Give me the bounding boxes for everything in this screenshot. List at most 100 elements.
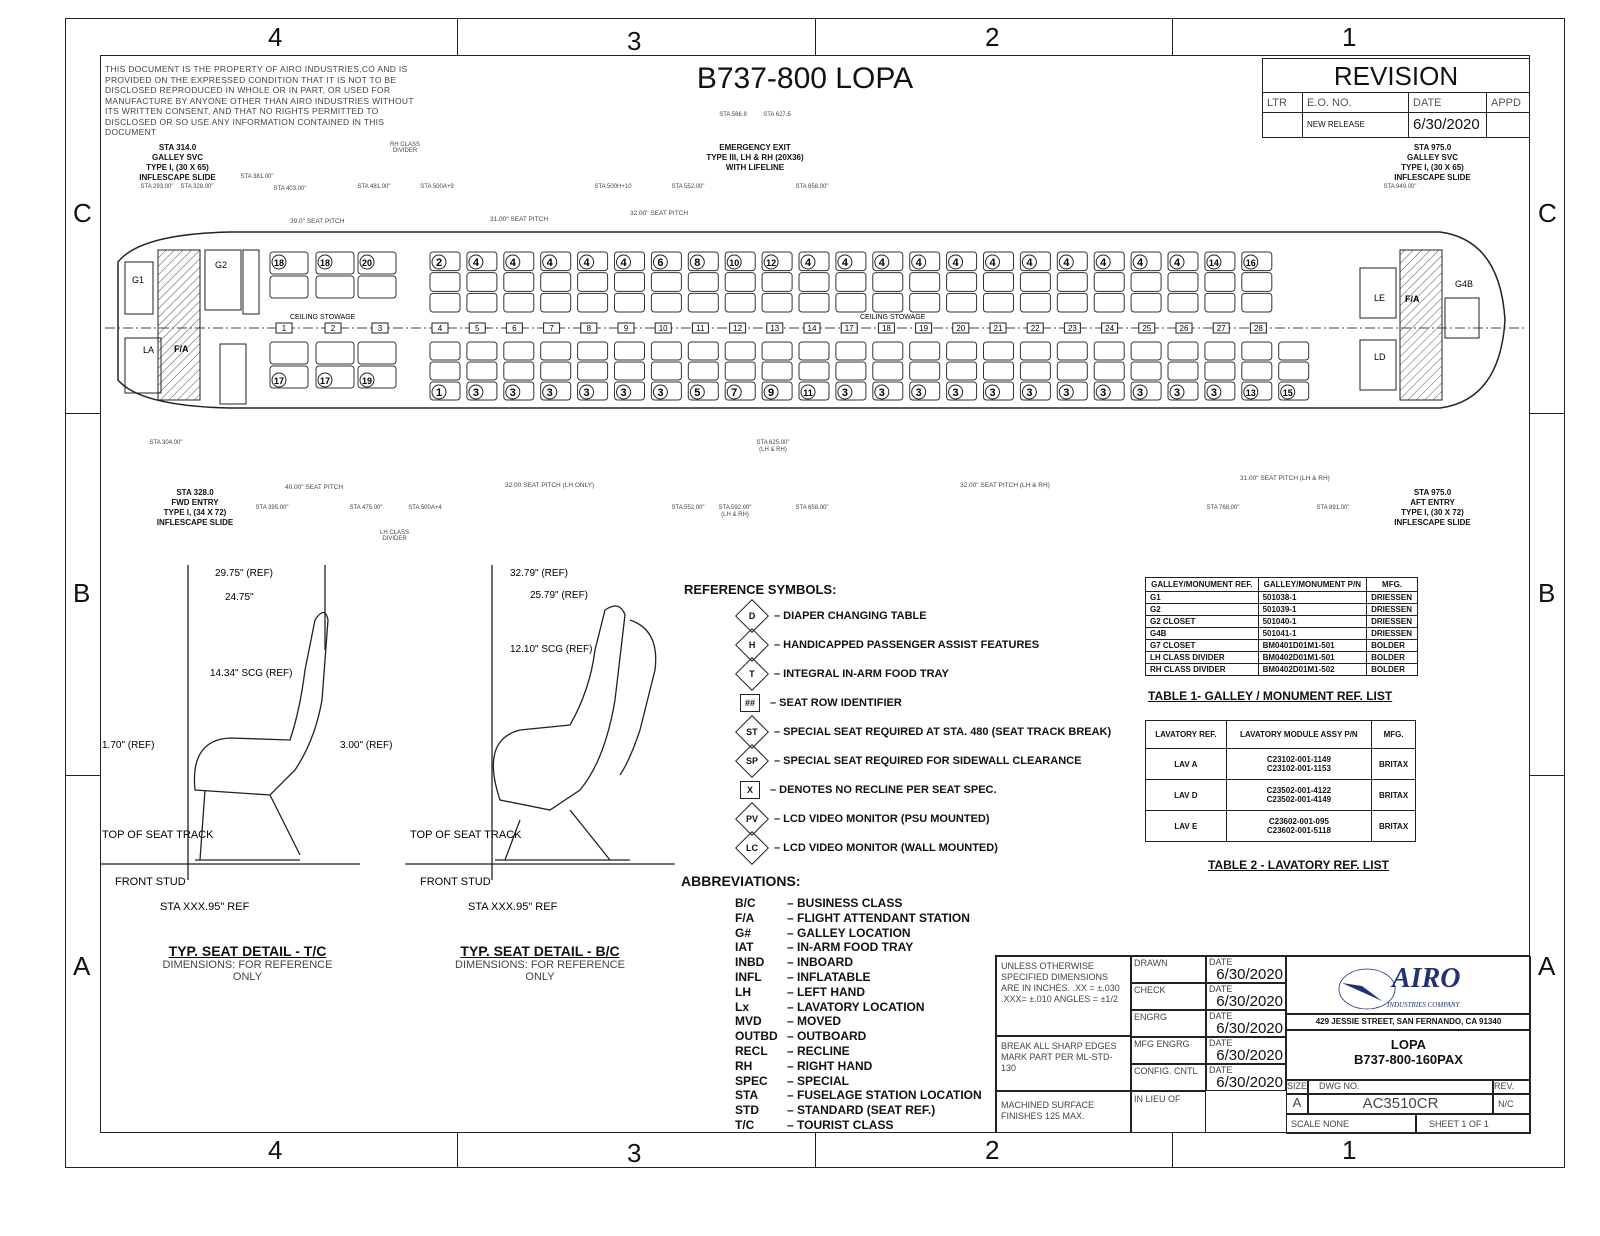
lower-seat-group: 13 (1241, 341, 1273, 401)
seat (1241, 341, 1273, 361)
row-id: 22 (1031, 324, 1040, 333)
seat (1056, 381, 1088, 401)
upper-seat-group: 4 (577, 251, 609, 313)
seat-number-marker (911, 254, 927, 270)
seat-number: 11 (803, 388, 813, 398)
reference-symbol-text: – DIAPER CHANGING TABLE (774, 609, 927, 622)
lower-seat-group: 3 (650, 341, 682, 401)
seat (946, 361, 978, 381)
lower-seat-group: 11 (798, 341, 830, 401)
seat (687, 341, 719, 361)
seat-number-marker (763, 254, 779, 270)
seat-number: 17 (274, 376, 284, 386)
abbreviation-key: INBD (735, 955, 765, 970)
seat (357, 275, 397, 299)
row-id: 23 (1068, 324, 1077, 333)
abbreviation-meaning: – INFLATABLE (787, 969, 871, 984)
seat (835, 251, 867, 272)
seat-number: 3 (879, 387, 885, 399)
seat (1056, 272, 1088, 292)
reference-symbol-item: PV– LCD VIDEO MONITOR (PSU MOUNTED) (735, 801, 1111, 836)
row-id-box (877, 322, 895, 334)
signoff-role: CHECK (1131, 983, 1206, 1010)
symbol-t-icon: T (735, 656, 769, 691)
rev-col-appd: APPD (1491, 97, 1521, 109)
seat (503, 272, 535, 292)
seat-number: 10 (729, 258, 739, 268)
lower-seat-group: 3 (983, 341, 1014, 401)
seat (1093, 292, 1125, 313)
abbreviation-meaning: – MOVED (787, 1014, 842, 1029)
seat (1093, 381, 1125, 401)
seat (577, 251, 609, 272)
seat-number: 5 (694, 387, 700, 399)
rh-divider-label: RH CLASS DIVIDER (390, 142, 421, 154)
seat (872, 381, 904, 401)
seat-number: 3 (1063, 387, 1069, 399)
rev-eo: NEW RELEASE (1303, 113, 1409, 137)
table-cell: LAV E (1145, 810, 1227, 842)
table-header: LAVATORY MODULE ASSY P/N (1225, 720, 1373, 749)
row-id: 19 (919, 324, 928, 333)
company-sub: INDUSTRIES COMPANY (1387, 1001, 1460, 1009)
seat-pitch-label: 32.00 SEAT PITCH (LH ONLY) (505, 482, 595, 489)
bc-seat-shape (492, 605, 626, 811)
station-label: STA 381.00" (240, 174, 274, 180)
symbol-sp-icon: SP (735, 743, 769, 778)
signoff-date: 6/30/2020 (1216, 1074, 1283, 1091)
table-header: LAVATORY REF. (1145, 720, 1227, 749)
signoff-role: MFG ENGRG (1131, 1037, 1206, 1064)
upper-seat-group: 4 (540, 251, 572, 313)
rev-col-eo: E.O. NO. (1303, 93, 1409, 112)
seat-number-marker (505, 384, 521, 400)
seat-pitch-label: 31.00" SEAT PITCH (LH & RH) (1240, 475, 1330, 482)
station-label: STA 627.5 (763, 112, 791, 118)
seat-number-marker (1132, 254, 1148, 270)
reference-symbol-item: D– DIAPER CHANGING TABLE (735, 598, 1111, 633)
date-label: DATE (1209, 984, 1233, 994)
seat-number-marker (542, 384, 558, 400)
abbreviation-item: STA– FUSELAGE STATION LOCATION (735, 1088, 982, 1103)
bc-dim-2: 25.79" (REF) (530, 590, 588, 601)
lower-seat-group: 3 (909, 341, 941, 401)
table2-caption: TABLE 2 - LAVATORY REF. LIST (1208, 858, 1389, 872)
seat (946, 251, 978, 272)
seat (909, 341, 941, 361)
seat-number: 16 (1246, 258, 1256, 268)
seat-number: 3 (657, 387, 663, 399)
reference-symbol-text: – DENOTES NO RECLINE PER SEAT SPEC. (770, 783, 997, 796)
lower-seat-group: 3 (946, 341, 978, 401)
upper-seat-group: 18 (269, 251, 309, 299)
bc-dim-3: 12.10" SCG (REF) (510, 644, 592, 655)
table-header: MFG. (1371, 720, 1416, 749)
abbreviation-key: STA (735, 1088, 759, 1103)
seat (983, 272, 1014, 292)
row-id: 1 (282, 324, 287, 333)
seat-number: 17 (320, 376, 330, 386)
fwd-galley-callout: STA 314.0 GALLEY SVC TYPE I, (30 X 65) I… (139, 143, 216, 182)
g4b-label: G4B (1455, 279, 1473, 289)
seat (1241, 381, 1273, 401)
bc-label-track: TOP OF SEAT TRACK (410, 829, 522, 841)
upper-seat-group: 4 (946, 251, 978, 313)
aft-entry-callout: STA 975.0 AFT ENTRY TYPE I, (30 X 72) IN… (1394, 488, 1471, 527)
station-label: STA 475.00" (349, 505, 383, 511)
lower-seat-group: 7 (724, 341, 756, 401)
tc-detail-sub: DIMENSIONS: FOR REFERENCE ONLY (162, 959, 333, 983)
seat-details: 29.75" (REF) 24.75" 14.34" SCG (REF) 1.7… (100, 565, 675, 913)
seat-number-marker (763, 384, 779, 400)
seat-number-marker (948, 384, 964, 400)
lower-seat-group: 3 (1093, 341, 1125, 401)
seat-number-marker (689, 384, 705, 400)
seat-number-marker (726, 254, 742, 270)
seat (269, 251, 309, 275)
row-id-box (766, 322, 784, 334)
seat-number: 4 (1100, 257, 1107, 269)
seat-number: 18 (320, 258, 330, 268)
abbreviation-item: F/A– FLIGHT ATTENDANT STATION (735, 911, 982, 926)
